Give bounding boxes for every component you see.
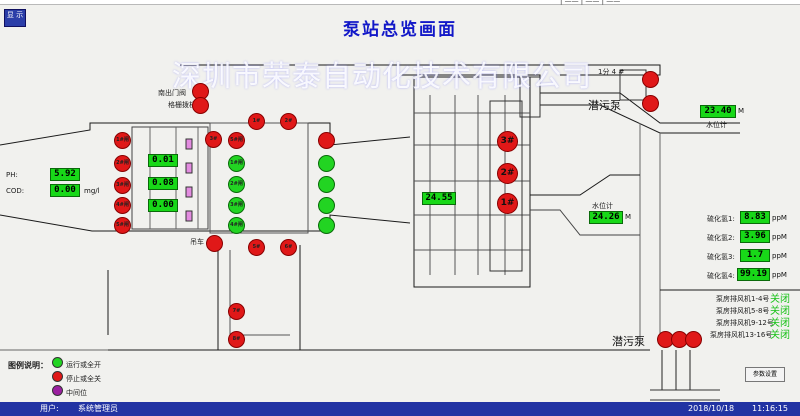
main-pump-1[interactable]: 1# xyxy=(497,193,518,214)
level-top-value: 23.40 xyxy=(700,105,736,118)
lower-pump-d[interactable]: 5# xyxy=(248,239,265,256)
sewage-pump-top-label: 潜污泵 xyxy=(588,99,621,112)
scada-canvas: 显 示 泵站总览画面 深圳市荣泰自动化技术有限公司 南出门阀 格栅拨机 PH: … xyxy=(0,5,800,402)
window-top-text: | —— | —— | —— xyxy=(560,0,621,5)
fan-2-status: 关闭 xyxy=(770,306,790,317)
wet-well-level: 24.55 xyxy=(422,192,456,205)
h2s-3-value: 1.7 xyxy=(740,249,770,262)
status-bar: 用户: 系统管理员 2018/10/18 11:16:15 xyxy=(0,402,800,416)
outlet-valve-label: 南出门阀 xyxy=(158,89,186,97)
fan-3-label: 泵房排风机9-12号 xyxy=(716,319,774,327)
legend-red-dot xyxy=(52,371,63,382)
h2s-4-label: 硫化氢4: xyxy=(707,272,735,280)
legend-purple-dot xyxy=(52,385,63,396)
company-watermark: 深圳市荣泰自动化技术有限公司 xyxy=(172,59,593,93)
level-mid-label: 水位计 xyxy=(592,202,613,210)
display-button[interactable]: 显 示 xyxy=(4,9,26,27)
inlet-pump-c[interactable]: 3# xyxy=(205,131,222,148)
legend-item-middle: 中间位 xyxy=(66,389,87,397)
gate-right-3[interactable]: 3#闸 xyxy=(228,197,245,214)
sewage-pump-bottom-label: 潜污泵 xyxy=(612,335,645,348)
status-date: 2018/10/18 xyxy=(688,404,735,413)
screen-gate-2[interactable]: 2#闸 xyxy=(114,155,131,172)
user-label: 用户: xyxy=(40,404,59,413)
crane-label: 吊车 xyxy=(190,238,204,246)
h2s-2-label: 硫化氢2: xyxy=(707,234,735,242)
level-top-unit: M xyxy=(738,107,745,115)
legend-item-running: 运行或全开 xyxy=(66,361,101,369)
tank-valve-1[interactable] xyxy=(642,71,659,88)
level-mid-value: 24.26 xyxy=(589,211,623,224)
fan-1-status: 关闭 xyxy=(770,294,790,305)
basin-gate-4[interactable] xyxy=(318,217,335,234)
basin-gate-top[interactable] xyxy=(318,132,335,149)
window-top-strip: | —— | —— | —— xyxy=(0,0,800,5)
h2s-2-unit: ppM xyxy=(772,233,787,241)
h2s-1-unit: ppM xyxy=(772,214,787,222)
fan-1-label: 泵房排风机1-4号 xyxy=(716,295,770,303)
screen-gate-4[interactable]: 4#闸 xyxy=(114,197,131,214)
lower-pump-f[interactable]: 7# xyxy=(228,303,245,320)
parameter-settings-button[interactable]: 参数设置 xyxy=(745,367,785,382)
gate-right-top[interactable]: 5#闸 xyxy=(228,132,245,149)
screen-reading-3: 0.00 xyxy=(148,199,178,212)
screen-reading-1: 0.01 xyxy=(148,154,178,167)
screen-reading-2: 0.08 xyxy=(148,177,178,190)
h2s-4-unit: ppM xyxy=(772,271,787,279)
fan-4-status: 关闭 xyxy=(770,330,790,341)
lower-pump-g[interactable]: 8# xyxy=(228,331,245,348)
cod-unit: mg/l xyxy=(84,187,100,195)
h2s-1-value: 8.83 xyxy=(740,211,770,224)
gate-right-4[interactable]: 4#闸 xyxy=(228,217,245,234)
level-mid-unit: M xyxy=(625,213,632,221)
fan-4-label: 泵房排风机13-16号 xyxy=(710,331,773,339)
screen-gate-1[interactable]: 1#闸 xyxy=(114,132,131,149)
cod-label: COD: xyxy=(6,187,25,195)
legend-green-dot xyxy=(52,357,63,368)
ph-label: PH: xyxy=(6,171,18,179)
basin-gate-1[interactable] xyxy=(318,155,335,172)
tank-label: 1分 4 # xyxy=(598,68,625,76)
lower-pump-e[interactable]: 6# xyxy=(280,239,297,256)
gate-right-2[interactable]: 2#闸 xyxy=(228,176,245,193)
main-pump-2[interactable]: 2# xyxy=(497,163,518,184)
h2s-3-unit: ppM xyxy=(772,252,787,260)
h2s-4-value: 99.19 xyxy=(737,268,770,281)
fan-3-status: 关闭 xyxy=(770,318,790,329)
screen-gate-5[interactable]: 5#闸 xyxy=(114,217,131,234)
level-top-label: 水位计 xyxy=(706,121,727,129)
h2s-2-value: 3.96 xyxy=(740,230,770,243)
flap-valve-indicator[interactable] xyxy=(192,97,209,114)
crane-indicator[interactable] xyxy=(206,235,223,252)
sewage-pump-3[interactable] xyxy=(685,331,702,348)
screen-gate-3[interactable]: 3#闸 xyxy=(114,177,131,194)
page-title: 泵站总览画面 xyxy=(343,20,457,40)
fan-2-label: 泵房排风机5-8号 xyxy=(716,307,770,315)
user-name: 系统管理员 xyxy=(78,404,118,413)
basin-gate-3[interactable] xyxy=(318,197,335,214)
gate-right-1[interactable]: 1#闸 xyxy=(228,155,245,172)
status-time: 11:16:15 xyxy=(752,404,788,413)
inlet-pump-a[interactable]: 1# xyxy=(248,113,265,130)
legend-title: 图例说明： xyxy=(8,361,48,370)
ph-value: 5.92 xyxy=(50,168,80,181)
pipe-network-diagram xyxy=(0,64,800,401)
h2s-3-label: 硫化氢3: xyxy=(707,253,735,261)
cod-value: 0.00 xyxy=(50,184,80,197)
basin-gate-2[interactable] xyxy=(318,176,335,193)
legend-item-stopped: 停止或全关 xyxy=(66,375,101,383)
inlet-pump-b[interactable]: 2# xyxy=(280,113,297,130)
flap-valve-label: 格栅拨机 xyxy=(168,101,196,109)
tank-valve-2[interactable] xyxy=(642,95,659,112)
h2s-1-label: 硫化氢1: xyxy=(707,215,735,223)
main-pump-3[interactable]: 3# xyxy=(497,131,518,152)
